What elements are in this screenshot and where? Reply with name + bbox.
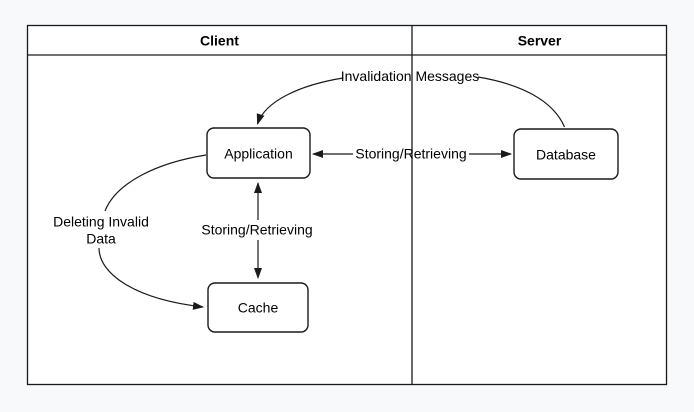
edge-label-storing-retrieving-db: Storing/Retrieving <box>355 146 466 162</box>
node-database: Database <box>513 128 619 180</box>
node-application-label: Application <box>224 146 293 162</box>
nodes: Application Cache Database <box>206 127 619 333</box>
edge-label-deleting-invalid-line1: Deleting Invalid <box>53 214 149 230</box>
edge-invalidation-messages: Invalidation Messages <box>256 68 566 128</box>
node-database-box <box>513 128 619 180</box>
edge-label-storing-retrieving-cache: Storing/Retrieving <box>201 222 312 238</box>
edge-deleting-top-curve <box>104 154 207 212</box>
edge-invalidation-left-curve <box>256 77 344 125</box>
swimlane-pool: Client Server <box>26 24 668 386</box>
edge-storing-retrieving-db: Storing/Retrieving <box>312 146 512 162</box>
node-cache-label: Cache <box>238 300 279 316</box>
node-application-box <box>206 127 311 179</box>
node-database-label: Database <box>536 147 596 163</box>
node-cache-box <box>207 282 309 333</box>
edge-invalidation-right-curve <box>477 76 566 128</box>
edges: Invalidation Messages Storing/Retrieving… <box>53 68 566 310</box>
edge-label-deleting-invalid-line2: Data <box>86 231 116 247</box>
lane-header-client: Client <box>200 33 239 49</box>
lane-header-server: Server <box>518 33 562 49</box>
node-cache: Cache <box>207 282 309 333</box>
edge-label-invalidation-messages: Invalidation Messages <box>341 68 480 84</box>
pool-border <box>26 24 668 386</box>
edge-deleting-invalid-data: Deleting Invalid Data <box>53 154 207 310</box>
edge-deleting-bottom-curve <box>98 247 204 310</box>
edge-storing-retrieving-cache: Storing/Retrieving <box>201 182 313 279</box>
node-application: Application <box>206 127 311 179</box>
